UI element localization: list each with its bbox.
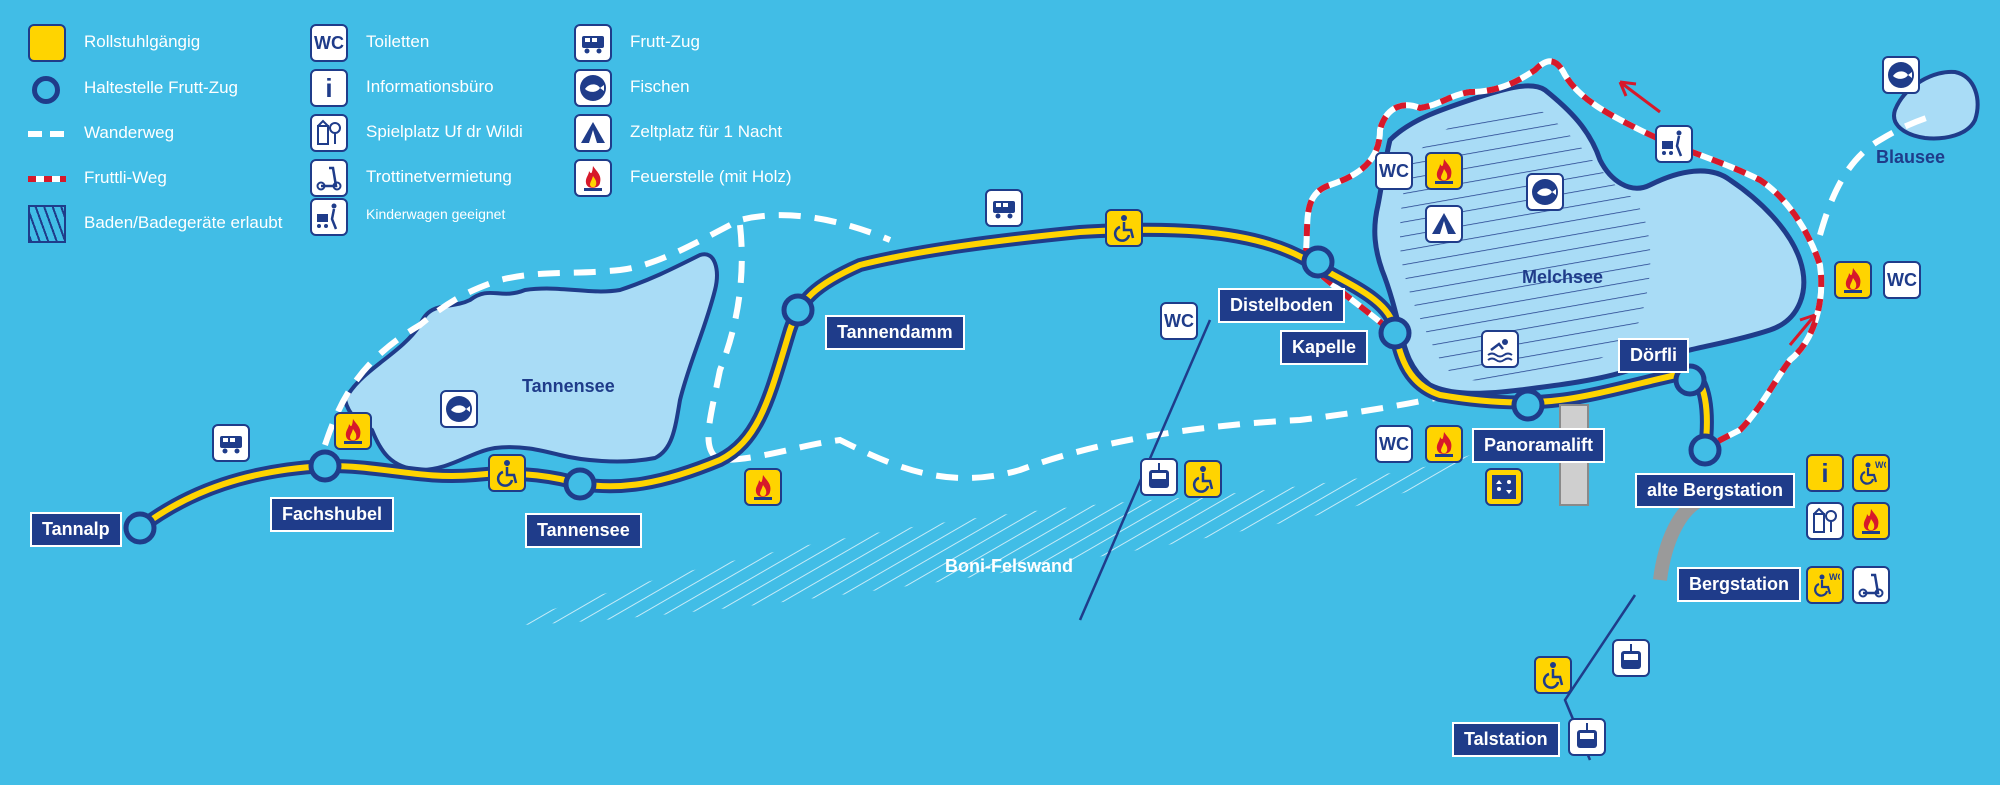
svg-text:WC: WC [1829, 572, 1840, 582]
stroller-icon [1655, 125, 1693, 163]
wc-icon: WC [1883, 261, 1921, 299]
gondola-icon [1568, 718, 1606, 756]
stop-swatch [32, 76, 60, 104]
legend-label: Fischen [630, 77, 690, 96]
wc-icon: WC [1160, 302, 1198, 340]
bathing-swatch [28, 205, 66, 243]
stop-markers [123, 245, 1722, 545]
legend-label: Feuerstelle (mit Holz) [630, 167, 792, 186]
stroller-icon [310, 198, 348, 236]
legend-label: Wanderweg [84, 123, 175, 142]
hiking-swatch [28, 131, 66, 137]
legend-label: Baden/Badegeräte erlaubt [84, 213, 283, 232]
legend-label: Informationsbüro [366, 77, 494, 96]
lake-label-melchsee: Melchsee [1522, 267, 1604, 287]
stop-label-alte-bergstation: alte Bergstation [1635, 473, 1796, 508]
svg-text:WC: WC [1875, 460, 1886, 470]
wheelchair-swatch [28, 24, 66, 62]
legend-label: Kinderwagen geeignet [366, 206, 506, 222]
stop-label-doerfli: Dörfli [1618, 338, 1689, 373]
wheelchair-icon [1534, 656, 1572, 694]
fish-icon [440, 390, 478, 428]
legend-label: Zeltplatz für 1 Nacht [630, 122, 783, 141]
legend-label: Trottinetvermietung [366, 167, 512, 186]
stop-label-panoramalift: Panoramalift [1472, 428, 1606, 463]
wheelchairwc-icon: WC [1806, 566, 1844, 604]
stop-label-bergstation: Bergstation [1677, 567, 1802, 602]
fish-icon [1882, 56, 1920, 94]
legend-label: Frutt-Zug [630, 32, 700, 51]
legend-label: Toiletten [366, 32, 430, 51]
wheelchair-icon [1184, 460, 1222, 498]
wc-icon: WC [1375, 425, 1413, 463]
wc-icon: WC [1375, 152, 1413, 190]
cliff-label: Boni-Felswand [945, 556, 1074, 576]
train-icon [212, 424, 250, 462]
scooter-icon [310, 159, 348, 197]
lift-icon [1485, 468, 1523, 506]
fire-icon [1425, 152, 1463, 190]
wanderweg-paths [322, 112, 1936, 482]
info-icon: i [1806, 454, 1844, 492]
stop-label-distelboden: Distelboden [1218, 288, 1346, 323]
fire-icon [1852, 502, 1890, 540]
scooter-icon [1852, 566, 1890, 604]
stop-label-tannensee: Tannensee [525, 513, 642, 548]
stop-label-talstation: Talstation [1452, 722, 1560, 757]
wheelchairwc-icon: WC [1852, 454, 1890, 492]
legend-label: Fruttli-Weg [84, 168, 167, 187]
legend-label: Haltestelle Frutt-Zug [84, 78, 238, 97]
tent-icon [574, 114, 612, 152]
stop-label-tannalp: Tannalp [30, 512, 122, 547]
fire-icon [1425, 425, 1463, 463]
train-icon [574, 24, 612, 62]
playground-icon [1806, 502, 1844, 540]
gondola-icon [1612, 639, 1650, 677]
fire-icon [744, 468, 782, 506]
tent-icon [1425, 205, 1463, 243]
direction-arrows [1618, 80, 1817, 346]
info-icon: i [310, 69, 348, 107]
wheelchair-icon [1105, 209, 1143, 247]
legend-label: Rollstuhlgängig [84, 32, 201, 51]
stop-label-fachshubel: Fachshubel [270, 497, 395, 532]
wc-icon: WC [310, 24, 348, 62]
legend-label: Spielplatz Uf dr Wildi [366, 122, 523, 141]
wheelchair-icon [488, 454, 526, 492]
train-icon [985, 189, 1023, 227]
fruttli-swatch [28, 176, 66, 182]
playground-icon [310, 114, 348, 152]
lake-label-blausee: Blausee [1876, 147, 1946, 167]
fire-icon [334, 412, 372, 450]
swim-icon [1481, 330, 1519, 368]
fish-icon [574, 69, 612, 107]
tannensee-lake [342, 252, 719, 473]
lake-label-tannensee: Tannensee [522, 376, 615, 396]
boni-felswand-cliff [520, 455, 1470, 625]
melchsee-bathing-area [1400, 107, 1651, 382]
gondola-icon [1140, 458, 1178, 496]
stop-label-kapelle: Kapelle [1280, 330, 1369, 365]
fish-icon [1526, 173, 1564, 211]
stop-label-tannendamm: Tannendamm [825, 315, 965, 350]
fire-icon [1834, 261, 1872, 299]
fire-icon [574, 159, 612, 197]
